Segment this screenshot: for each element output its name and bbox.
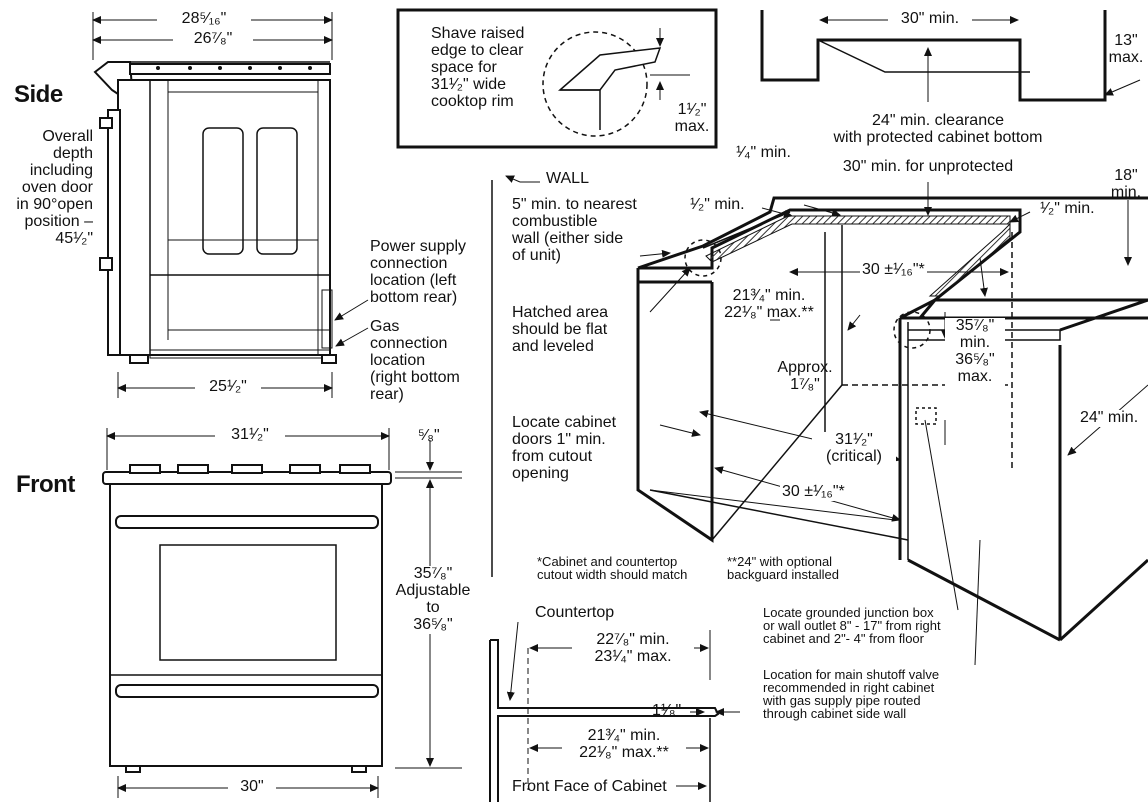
countertop-eighth: 1¹⁄₈" — [652, 702, 682, 719]
upper-cabinet-width: 30" min. — [888, 10, 972, 28]
junction-note: Locate grounded junction box or wall out… — [763, 605, 941, 646]
quarter-min: ¹⁄₄" min. — [736, 144, 791, 161]
footnote-backguard: **24" with optional backguard installed — [727, 554, 840, 582]
front-rim: ⁵⁄₈" — [418, 427, 440, 444]
front-face-label: Front Face of Cabinet — [512, 778, 667, 795]
side-24-min: 24" min. — [1078, 409, 1141, 427]
upper-cabinet-side: 13" max. — [1108, 32, 1144, 66]
front-width-top: 31¹⁄₂" — [215, 426, 285, 444]
front-view — [102, 428, 462, 798]
side-depth-label: Overall depth including oven door in 90°… — [16, 128, 93, 247]
cutout-width-lower: 30 ±¹⁄₁₆"* — [780, 483, 847, 501]
half-min-left: ¹⁄₂" min. — [690, 196, 745, 213]
depth-range: 21³⁄₄" min. 22¹⁄₈" max.** — [724, 287, 814, 321]
wall-label: WALL — [546, 170, 589, 187]
side-width-overall: 28⁵⁄₁₆" — [157, 10, 251, 28]
critical-width: 31¹⁄₂" (critical) — [812, 431, 896, 466]
side-width-body: 26⁷⁄₈" — [173, 30, 253, 48]
countertop-top-range: 22⁷⁄₈" min. 23¹⁄₄" max. — [572, 631, 694, 666]
clearance-unprotected: 30" min. for unprotected — [842, 158, 1014, 175]
front-title: Front — [16, 471, 75, 498]
height-range: 35⁷⁄₈" min. 36⁵⁄₈" max. — [945, 317, 1005, 386]
inset-max: 1¹⁄₂" max. — [674, 101, 710, 135]
half-min-right: ¹⁄₂" min. — [1040, 200, 1095, 217]
approx-label: Approx. 1⁷⁄₈" — [777, 359, 833, 393]
combustible-note: 5" min. to nearest combustible wall (eit… — [512, 196, 637, 264]
upper-cabinet-height: 18" min. — [1110, 167, 1142, 201]
side-view — [92, 12, 369, 398]
power-supply-label: Power supply connection location (left b… — [370, 238, 467, 306]
hatched-note: Hatched area should be flat and leveled — [512, 304, 609, 355]
inset-box — [396, 8, 718, 149]
cutout-width: 30 ±¹⁄₁₆"* — [860, 261, 927, 279]
gas-connection-label: Gas connection location (right bottom re… — [370, 318, 460, 403]
countertop-bottom-range: 21³⁄₄" min. 22¹⁄₈" max.** — [562, 727, 686, 762]
clearance-protected: 24" min. clearance with protected cabine… — [833, 112, 1043, 146]
footnote-cutout: *Cabinet and countertop cutout width sho… — [537, 554, 688, 582]
side-title: Side — [14, 81, 63, 108]
front-width-base: 30" — [228, 778, 276, 796]
side-base-depth: 25¹⁄₂" — [195, 378, 261, 396]
locate-doors: Locate cabinet doors 1" min. from cutout… — [512, 414, 617, 482]
front-height-label: 35⁷⁄₈" Adjustable to 36⁵⁄₈" — [388, 565, 478, 634]
shutoff-note: Location for main shutoff valve recommen… — [763, 667, 940, 721]
inset-text: Shave raised edge to clear space for 31¹… — [431, 25, 525, 110]
countertop-label: Countertop — [535, 604, 615, 621]
